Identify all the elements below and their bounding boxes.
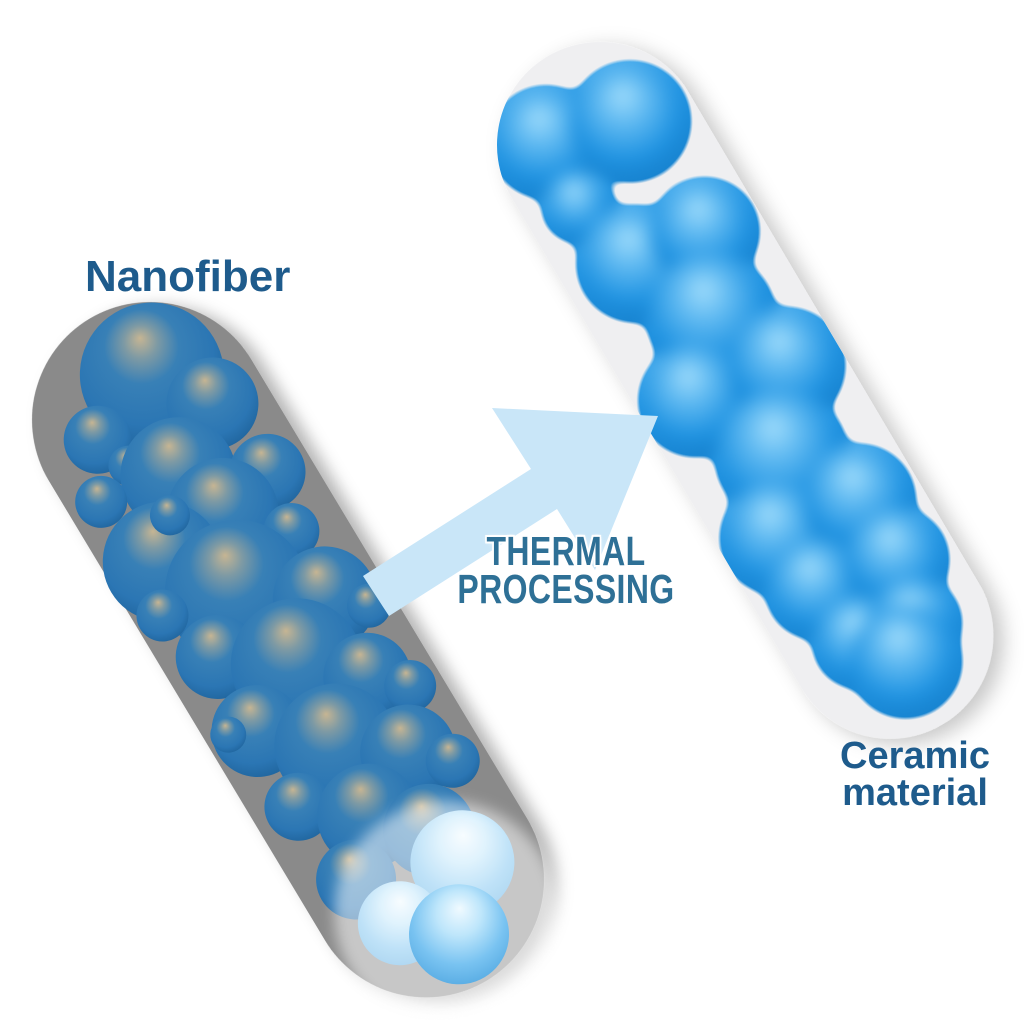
nanofiber-structure: [32, 302, 559, 1024]
fiber-grain: [149, 495, 190, 536]
ceramic-structure: [489, 42, 994, 739]
ceramic-material-label: Ceramic material: [815, 735, 1015, 815]
fiber-grain: [264, 772, 333, 841]
fiber-grain: [384, 660, 437, 713]
thermal-process-arrow-icon: [363, 408, 658, 616]
ceramic-grains: [489, 61, 962, 718]
thermal-processing-label-line1: THERMAL: [486, 528, 646, 574]
fiber-grain: [136, 589, 189, 642]
ceramic-grains-clip: [489, 61, 962, 718]
ceramic-grain: [849, 605, 962, 718]
ceramic-grain: [570, 61, 691, 182]
fiber-grain: [425, 733, 480, 788]
fiber-grain: [75, 475, 128, 528]
ceramic-material-label-line1: Ceramic: [840, 735, 990, 777]
thermal-processing-label-line2: PROCESSING: [457, 566, 675, 613]
ceramic-material-label-line2: material: [842, 772, 988, 815]
fiber-end-grain: [409, 884, 510, 985]
thermal-processing-label: THERMAL PROCESSING: [441, 528, 691, 613]
fiber-grain: [210, 716, 247, 753]
nanofiber-label: Nanofiber: [85, 252, 291, 301]
